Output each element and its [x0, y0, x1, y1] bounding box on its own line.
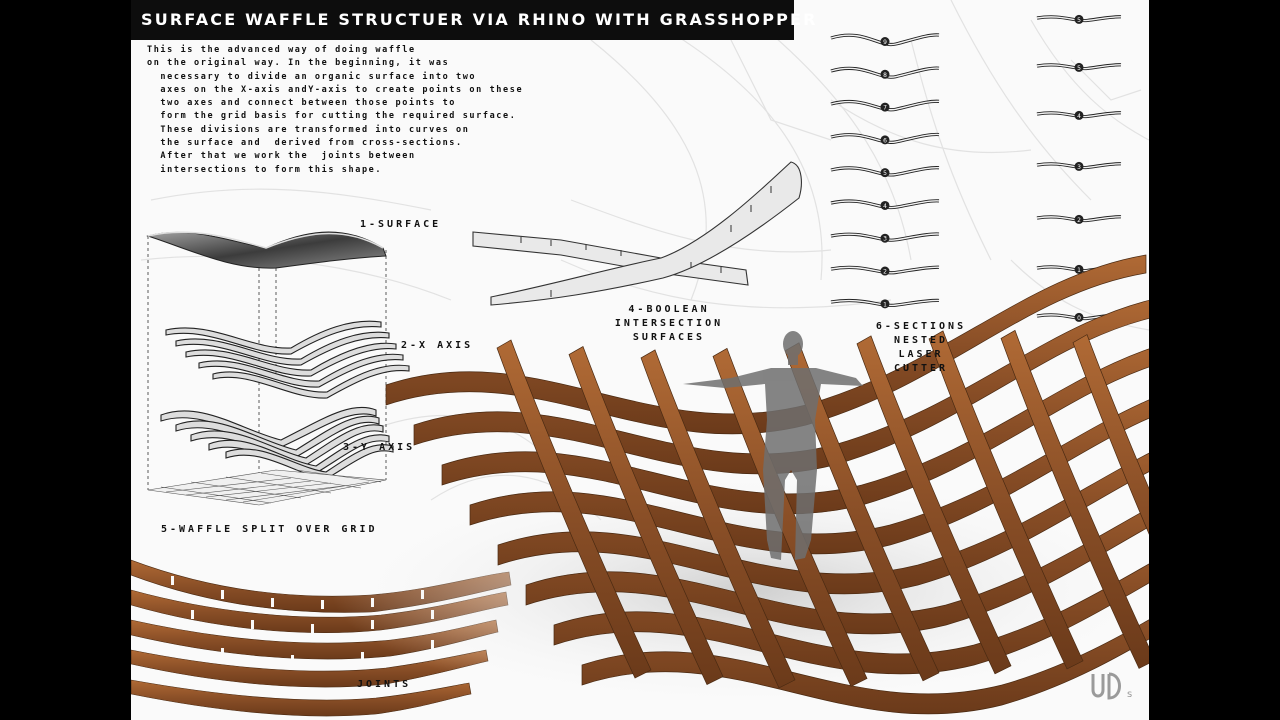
label-boolean-line: 4-BOOLEAN: [628, 304, 710, 315]
section-number: 1: [1077, 267, 1081, 274]
waffle-rib-y: [856, 335, 1012, 675]
section-number: 1: [883, 301, 887, 308]
section-number: 4: [883, 203, 887, 210]
section-strip: 4: [830, 199, 940, 210]
section-number-badge: [1074, 14, 1084, 24]
intro-line: on the original way. In the beginning, i…: [147, 58, 450, 69]
waffle-rib-y: [1072, 334, 1149, 535]
surface-shape: [146, 231, 387, 269]
exploded-diagram: [146, 231, 410, 506]
section-strip: 5: [1036, 62, 1122, 72]
section-number-badge: [1074, 62, 1084, 72]
section-strip: 4: [1036, 110, 1122, 120]
section-number: 3: [883, 236, 887, 243]
section-number-badge: [1074, 312, 1084, 322]
waffle-structure: [385, 254, 1149, 715]
section-number-badge: [880, 168, 890, 178]
label-x-axis: 2-X AXIS: [401, 340, 474, 351]
title-bar: SURFACE WAFFLE STRUCTUER VIA RHINO WITH …: [131, 0, 816, 40]
waffle-rib-y: [1000, 329, 1149, 669]
label-boolean-line: SURFACES: [632, 332, 706, 343]
section-strip: 3: [830, 232, 940, 243]
waffle-rib-y: [640, 349, 796, 689]
section-strip: 1: [830, 298, 940, 309]
section-number: 8: [883, 72, 887, 79]
section-strip: 7: [830, 99, 940, 112]
section-strip: 6: [830, 132, 940, 145]
waffle-rib-x: [525, 507, 1149, 635]
illustration-layer: 9 8 7 6 5 4 3 2 1 5 5 4 3 2 1 0: [131, 14, 1149, 717]
uds-logo-text: s: [1127, 689, 1132, 700]
poster-title: SURFACE WAFFLE STRUCTUER VIA RHINO WITH …: [141, 10, 818, 29]
section-number: 0: [1077, 315, 1081, 322]
waffle-rib-y: [496, 339, 652, 679]
section-number-badge: [1074, 110, 1084, 120]
uds-logo: [1091, 672, 1121, 700]
section-number-badge: [880, 299, 890, 309]
section-number: 5: [1077, 65, 1081, 72]
label-sections-line: CUTTER: [893, 363, 949, 374]
section-strip: 2: [830, 265, 940, 276]
label-sections: 6-SECTIONS NESTED LASER CUTTER: [861, 320, 981, 376]
section-number-badge: [1074, 214, 1084, 224]
label-waffle-split: 5-WAFFLE SPLIT OVER GRID: [161, 524, 378, 535]
label-boolean: 4-BOOLEAN INTERSECTION SURFACES: [589, 303, 749, 345]
section-strip: 8: [830, 66, 940, 79]
section-number: 5: [1077, 17, 1081, 24]
section-number: 2: [883, 269, 887, 276]
x-axis-ribs: [165, 320, 410, 399]
section-number: 9: [883, 39, 887, 46]
intro-line: This is the advanced way of doing waffle: [147, 45, 416, 55]
label-joints: JOINTS: [357, 679, 412, 690]
y-axis-ribs: [160, 406, 394, 480]
section-number: 5: [883, 170, 887, 177]
intro-line: two axes and connect between those point…: [147, 98, 457, 109]
intro-line: intersections to form this shape.: [147, 164, 383, 175]
sections-left-column: 9 8 7 6 5 4 3 2 1: [830, 33, 940, 309]
section-number: 3: [1077, 164, 1081, 171]
intro-line: form the grid basis for cutting the requ…: [147, 111, 517, 122]
label-y-axis: 3-Y AXIS: [343, 442, 416, 453]
section-number-badge: [880, 266, 890, 276]
intro-line: the surface and derived from cross-secti…: [147, 138, 463, 149]
section-number-badge: [880, 200, 890, 210]
poster-sheet: SURFACE WAFFLE STRUCTUER VIA RHINO WITH …: [131, 0, 1149, 720]
label-sections-line: LASER: [898, 349, 944, 360]
section-number-badge: [880, 102, 890, 112]
waffle-rib-x: [581, 619, 1149, 715]
section-number-badge: [880, 69, 890, 79]
section-strip: 5: [830, 166, 940, 178]
waffle-rib-y: [712, 347, 868, 687]
waffle-rib-y: [928, 330, 1084, 670]
section-number-badge: [880, 135, 890, 145]
label-sections-line: 6-SECTIONS: [875, 321, 967, 332]
section-number: 6: [883, 137, 887, 144]
intro-paragraph: This is the advanced way of doing waffle…: [147, 44, 587, 177]
intro-line: necessary to divide an organic surface i…: [147, 71, 477, 82]
section-number: 4: [1077, 113, 1081, 120]
label-boolean-line: INTERSECTION: [614, 318, 724, 329]
section-number-badge: [880, 37, 890, 46]
section-number: 7: [883, 105, 887, 112]
section-strip: 2: [1036, 214, 1122, 224]
section-strip: 9: [830, 33, 940, 47]
intro-line: axes on the X-axis andY-axis to create p…: [147, 84, 524, 95]
section-strip: 3: [1036, 161, 1122, 171]
boolean-intersection: [472, 161, 802, 306]
waffle-grid: [147, 469, 387, 506]
label-surface: 1-SURFACE: [360, 219, 442, 230]
section-number-badge: [1074, 161, 1084, 171]
section-number: 2: [1077, 217, 1081, 224]
section-number-badge: [1074, 264, 1084, 274]
intro-line: After that we work the joints between: [147, 151, 416, 162]
human-silhouette: [683, 331, 863, 560]
label-sections-line: NESTED: [893, 335, 949, 346]
section-number-badge: [880, 233, 890, 243]
waffle-rib-y: [568, 346, 724, 686]
intro-line: These divisions are transformed into cur…: [147, 124, 470, 135]
section-strip: 5: [1036, 14, 1122, 24]
